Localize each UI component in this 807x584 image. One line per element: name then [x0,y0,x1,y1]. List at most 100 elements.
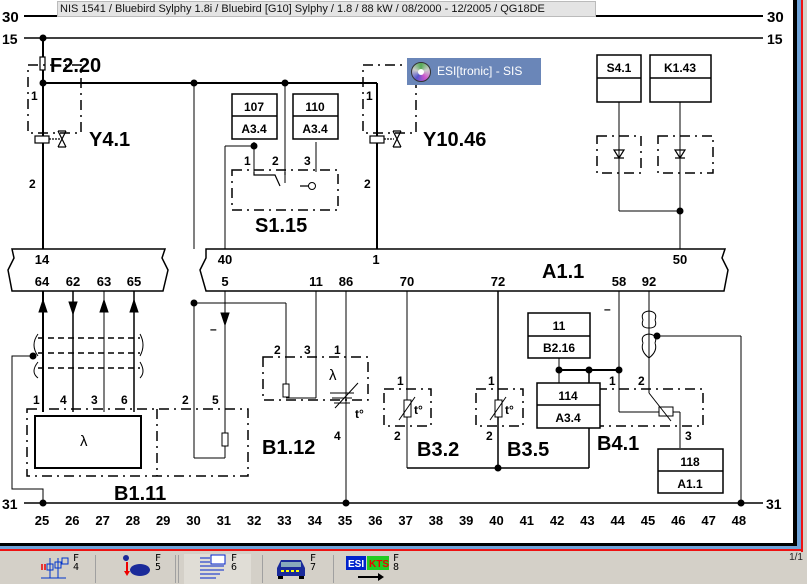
esi-kts-icon: ESI KTS [346,556,389,581]
label-b35: B3.5 [507,439,549,461]
column-number: 26 [65,513,79,528]
esi-tronic-badge[interactable]: ESI[tronic] - SIS [407,58,541,85]
pin-label: 1 [31,89,38,103]
temp-label: t° [414,403,423,417]
pin-11: 11 [309,274,323,289]
frame-border [801,0,803,552]
pin-70: 70 [400,274,414,289]
rail-label-15-right: 15 [767,31,783,47]
vehicle-title: NIS 1541 / Bluebird Sylphy 1.8i / Bluebi… [57,1,596,17]
pin-1: 1 [372,252,379,267]
y41-box [27,64,82,134]
column-number: 34 [307,513,322,528]
pin-label: 6 [121,393,128,407]
column-number: 28 [126,513,140,528]
temp-label: t° [355,407,364,421]
column-number: 33 [277,513,291,528]
column-number: 46 [671,513,685,528]
column-number: 35 [338,513,352,528]
label-b41: B4.1 [597,433,639,455]
column-number: 40 [489,513,503,528]
pin-label: 2 [394,429,401,443]
ref-s41-top: S4.1 [607,61,632,75]
label-b32: B3.2 [417,439,459,461]
pin-label: 1 [488,374,495,388]
column-number: 32 [247,513,261,528]
ref-b216-top: 11 [553,319,566,333]
frame-border [0,543,797,546]
pin-label: 2 [272,154,279,168]
column-number: 43 [580,513,594,528]
ref-110-bottom: A3.4 [302,122,328,136]
ref-110-top: 110 [305,100,325,114]
column-number: 27 [95,513,109,528]
ref-107-top: 107 [244,100,264,114]
pin-label: 3 [304,343,311,357]
pin-label: 4 [60,393,67,407]
circuit-diagram-icon [41,557,69,579]
pin-86: 86 [339,274,353,289]
toolbar-separator [333,555,334,583]
svg-text:KTS: KTS [369,559,389,570]
pin-label: 1 [244,154,251,168]
column-number: 42 [550,513,564,528]
rail-label-31-right: 31 [766,496,782,512]
vehicle-icon [277,560,305,579]
junction-dots [29,34,745,507]
column-number: 29 [156,513,170,528]
column-number: 38 [429,513,443,528]
lambda-sensor-body [34,415,142,469]
pin-62: 62 [66,274,80,289]
column-number: 25 [35,513,49,528]
esi-badge-label: ESI[tronic] - SIS [437,64,523,78]
ref-b216-bottom: B2.16 [543,341,575,355]
frame-border [797,0,801,549]
rail-label-30-left: 30 [2,9,19,26]
ref-107-bottom: A3.4 [241,122,267,136]
pin-label: 2 [638,374,645,388]
pin-50: 50 [673,252,687,267]
pin-65: 65 [127,274,141,289]
toolbar-separator [262,555,263,583]
column-number: 30 [186,513,200,528]
pin-label: 5 [212,393,219,407]
pin-label: 2 [274,343,281,357]
b111-box [26,408,249,477]
pin-label: 3 [91,393,98,407]
toolbar-separator [95,555,96,583]
pin-label: 2 [29,177,36,191]
svg-text:ESI: ESI [348,559,364,570]
column-number: 39 [459,513,473,528]
pin-label: 4 [334,429,341,443]
toolbar-separator [175,555,176,583]
s115-box [231,169,339,211]
lambda-symbol: λ [329,367,337,384]
pin-label: 3 [685,429,692,443]
connector-left-shape [7,248,169,292]
column-number: 41 [520,513,534,528]
pin-label: 2 [364,177,371,191]
column-number: 47 [701,513,715,528]
ref-k143-top: K1.43 [664,61,696,75]
rail-label-31-left: 31 [2,496,18,512]
pin-label: 2 [182,393,189,407]
pin-63: 63 [97,274,111,289]
column-number: 31 [217,513,231,528]
pin-label: 1 [366,89,373,103]
ref-114-top: 114 [558,389,578,403]
pin-14: 14 [35,252,50,267]
connector-main-shape [199,248,729,292]
column-number: 44 [610,513,625,528]
pin-92: 92 [642,274,656,289]
fuse-symbol [39,56,46,71]
pin-label: 1 [33,393,40,407]
